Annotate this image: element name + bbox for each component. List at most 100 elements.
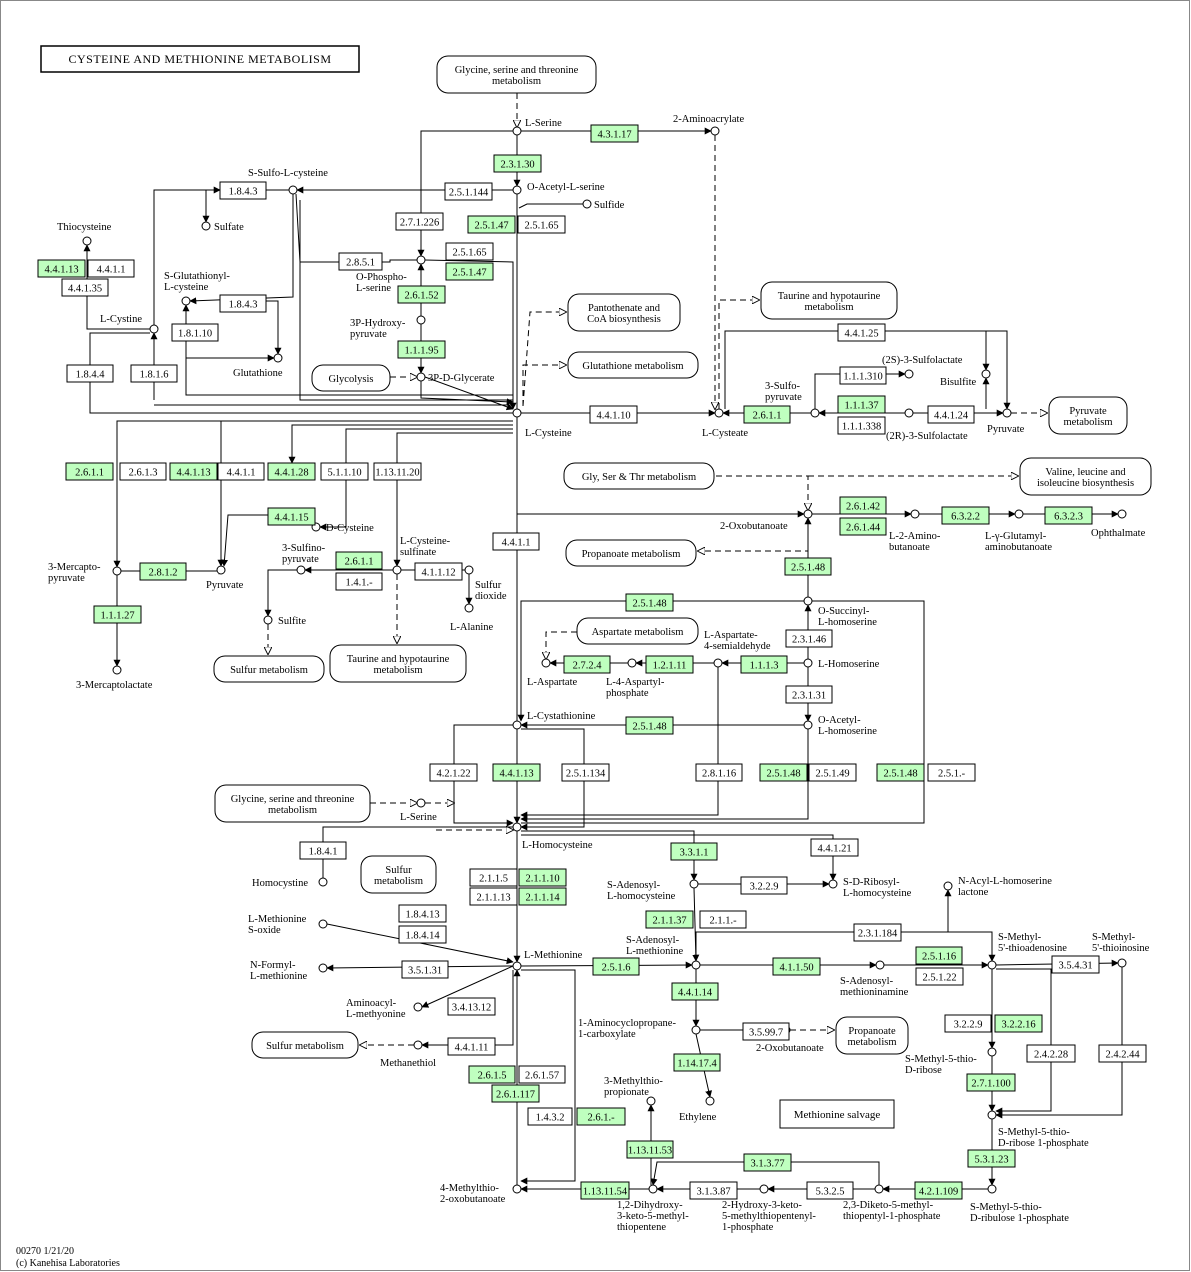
enzyme-box[interactable] xyxy=(445,262,494,281)
compound-lhomoserine[interactable]: L-Homoserine xyxy=(803,658,880,670)
compound-node-circle[interactable] xyxy=(318,877,328,887)
enzyme-box[interactable] xyxy=(927,405,975,424)
enzyme-box[interactable] xyxy=(447,1037,496,1056)
enzyme-e95[interactable]: 1.13.11.53 xyxy=(626,1140,674,1159)
enzyme-e51[interactable]: 2.3.1.31 xyxy=(785,685,833,704)
enzyme-box[interactable] xyxy=(219,181,267,200)
pathway-map-m15[interactable]: Sulfur metabolism xyxy=(251,1031,359,1059)
compound-node-circle[interactable] xyxy=(416,315,426,325)
enzyme-e56[interactable]: 2.8.1.16 xyxy=(695,763,743,782)
compound-kmtb[interactable]: 4-Methylthio-2-oxobutanoate xyxy=(440,1183,522,1205)
enzyme-e59[interactable]: 2.5.1.48 xyxy=(876,763,925,782)
compound-nformyl[interactable]: N-Formyl-L-methionine xyxy=(250,960,328,982)
enzyme-e1[interactable]: 4.3.1.17 xyxy=(590,124,639,143)
enzyme-box[interactable] xyxy=(139,562,187,581)
compound-node-circle[interactable] xyxy=(392,565,402,575)
enzyme-box[interactable] xyxy=(806,1181,854,1200)
enzyme-box[interactable] xyxy=(563,655,611,674)
enzyme-box[interactable] xyxy=(914,1181,963,1200)
compound-node-circle[interactable] xyxy=(705,1096,715,1106)
enzyme-e52[interactable]: 2.5.1.48 xyxy=(625,716,674,735)
compound-sulfinopyr[interactable]: 3-Sulfino-pyruvate xyxy=(282,543,326,575)
enzyme-e77[interactable]: 2.5.1.16 xyxy=(915,946,963,965)
compound-node-circle[interactable] xyxy=(710,126,720,136)
enzyme-box[interactable] xyxy=(335,551,383,570)
compound-node-circle[interactable] xyxy=(803,596,813,606)
enzyme-e31[interactable]: 4.4.1.28 xyxy=(267,462,316,481)
enzyme-e26[interactable]: 4.4.1.24 xyxy=(927,405,975,424)
enzyme-box[interactable] xyxy=(492,763,541,782)
enzyme-box[interactable] xyxy=(839,517,887,536)
enzyme-e8[interactable]: 2.5.1.65 xyxy=(445,242,494,261)
compound-sulfide[interactable]: Sulfide xyxy=(582,199,625,211)
enzyme-e100[interactable]: 5.3.2.5 xyxy=(806,1181,854,1200)
pathway-map-box[interactable] xyxy=(567,293,681,332)
enzyme-e99[interactable]: 3.1.3.87 xyxy=(689,1181,738,1200)
compound-node-circle[interactable] xyxy=(263,615,273,625)
enzyme-box[interactable] xyxy=(967,1149,1016,1168)
enzyme-e55[interactable]: 2.5.1.134 xyxy=(561,763,610,782)
enzyme-box[interactable] xyxy=(785,629,833,648)
compound-lcysteine[interactable]: L-Cysteine xyxy=(512,408,572,439)
enzyme-box[interactable] xyxy=(130,364,178,383)
enzyme-box[interactable] xyxy=(267,462,316,481)
compound-sglutcys[interactable]: S-Glutathionyl-L-cysteine xyxy=(164,271,230,306)
pathway-map-box[interactable] xyxy=(436,55,597,94)
compound-sulfopyr[interactable]: 3-Sulfo-pyruvate xyxy=(765,381,820,418)
compound-mercaptopyr[interactable]: 3-Mercapto-pyruvate xyxy=(48,562,122,584)
enzyme-box[interactable] xyxy=(689,1181,738,1200)
compound-ethylene[interactable]: Ethylene xyxy=(679,1096,717,1123)
compound-laspartate[interactable]: L-Aspartate xyxy=(527,658,577,688)
enzyme-e14[interactable]: 1.8.4.3 xyxy=(219,294,267,313)
compound-osuccinyl[interactable]: O-Succinyl-L-homoserine xyxy=(803,596,877,628)
enzyme-box[interactable] xyxy=(171,323,219,342)
enzyme-box[interactable] xyxy=(740,876,788,895)
compound-node-circle[interactable] xyxy=(987,1047,997,1057)
enzyme-e46[interactable]: 2.5.1.48 xyxy=(625,593,674,612)
enzyme-box[interactable] xyxy=(699,910,747,929)
compound-methanethiol[interactable]: Methanethiol xyxy=(380,1040,436,1069)
compound-lserine2[interactable]: L-Serine xyxy=(400,798,437,823)
enzyme-e10[interactable]: 2.8.5.1 xyxy=(338,252,383,271)
enzyme-box[interactable] xyxy=(853,923,902,942)
compound-aminoacyl[interactable]: Aminoacyl-L-methyonine xyxy=(346,998,423,1020)
compound-node-circle[interactable] xyxy=(512,185,522,195)
compound-node-circle[interactable] xyxy=(201,221,211,231)
enzyme-box[interactable] xyxy=(772,957,821,976)
compound-mti[interactable]: S-Methyl-5'-thioinosine xyxy=(1092,932,1150,968)
compound-node-circle[interactable] xyxy=(691,1025,701,1035)
compound-node-circle[interactable] xyxy=(416,372,426,382)
enzyme-e5[interactable]: 2.7.1.226 xyxy=(395,212,444,231)
enzyme-box[interactable] xyxy=(839,366,887,385)
compound-aspsemi[interactable]: L-Aspartate-4-semialdehyde xyxy=(704,630,771,668)
enzyme-e58[interactable]: 2.5.1.49 xyxy=(808,763,857,782)
enzyme-box[interactable] xyxy=(837,416,886,435)
enzyme-e72[interactable]: 1.8.4.14 xyxy=(398,925,447,944)
pathway-map-box[interactable] xyxy=(567,351,699,379)
enzyme-box[interactable] xyxy=(119,462,167,481)
enzyme-box[interactable] xyxy=(625,716,674,735)
enzyme-e94[interactable]: 2.6.1.- xyxy=(576,1107,626,1126)
compound-acc[interactable]: 1-Aminocyclopropane-1-carboxylate xyxy=(578,1018,701,1040)
enzyme-e22[interactable]: 4.4.1.25 xyxy=(837,323,886,342)
compound-node-circle[interactable] xyxy=(759,1184,769,1194)
enzyme-box[interactable] xyxy=(645,910,694,929)
compound-node-circle[interactable] xyxy=(904,408,914,418)
enzyme-box[interactable] xyxy=(444,182,493,201)
enzyme-e81[interactable]: 4.4.1.14 xyxy=(671,982,719,1001)
enzyme-e76[interactable]: 4.1.1.50 xyxy=(772,957,821,976)
compound-samine[interactable]: S-Adenosyl-methioninamine xyxy=(840,960,909,998)
enzyme-e9[interactable]: 2.5.1.47 xyxy=(445,262,494,281)
compound-node-circle[interactable] xyxy=(512,1184,522,1194)
compound-node-circle[interactable] xyxy=(714,408,724,418)
enzyme-e28[interactable]: 2.6.1.3 xyxy=(119,462,167,481)
enzyme-box[interactable] xyxy=(927,763,976,782)
compound-bisulfite[interactable]: Bisulfite xyxy=(940,369,991,388)
enzyme-e69[interactable]: 2.1.1.37 xyxy=(645,910,694,929)
enzyme-box[interactable] xyxy=(219,294,267,313)
enzyme-e45[interactable]: 2.5.1.48 xyxy=(784,557,832,576)
enzyme-e44[interactable]: 6.3.2.3 xyxy=(1044,506,1093,525)
enzyme-e74[interactable]: 3.5.1.31 xyxy=(401,960,449,979)
